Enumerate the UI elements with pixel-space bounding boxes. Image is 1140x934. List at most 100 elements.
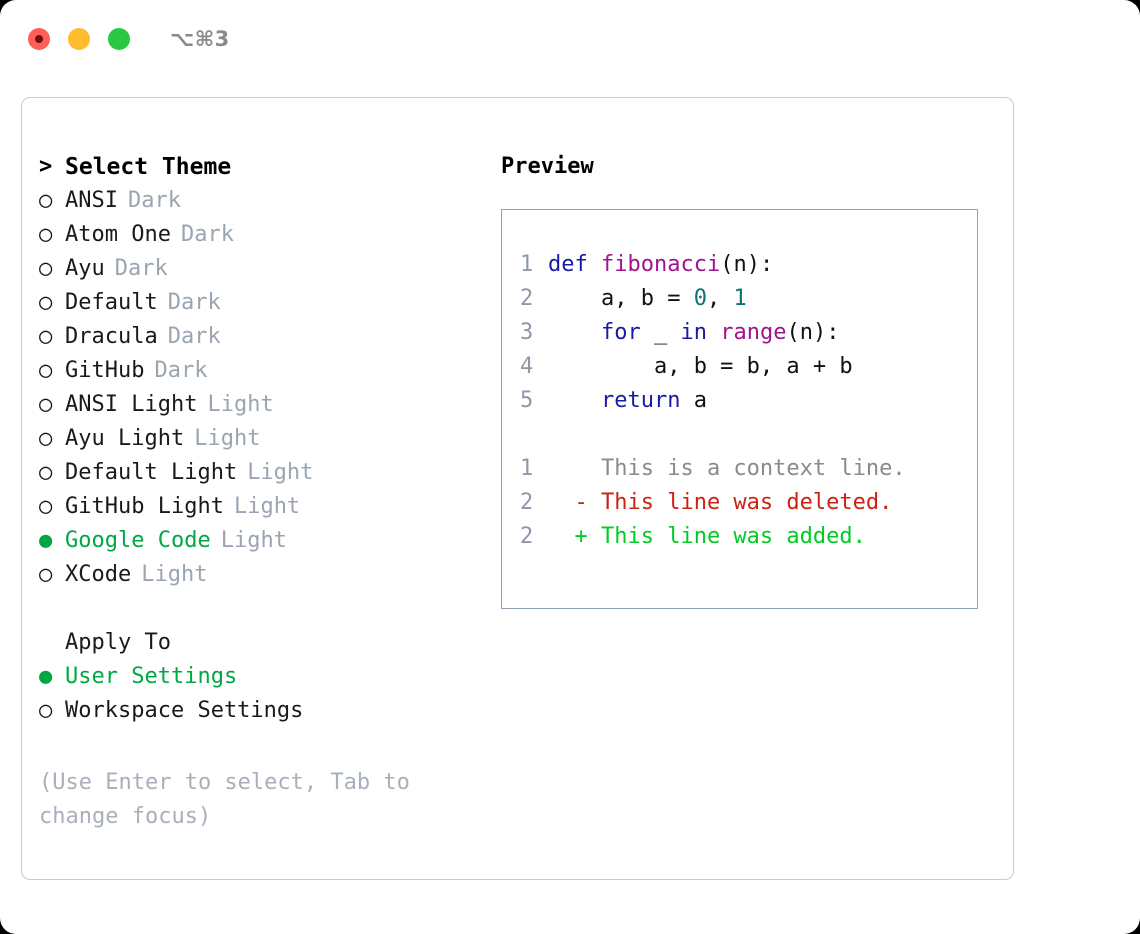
theme-variant-badge: Light: [247, 460, 314, 485]
theme-list-title: Select Theme: [65, 154, 232, 180]
code-token-pln: a: [680, 388, 707, 413]
close-button[interactable]: [28, 28, 50, 50]
apply-to-header-marker: [39, 626, 65, 660]
radio-unselected-icon: ○: [39, 392, 53, 417]
line-number: 1: [520, 456, 534, 481]
apply-to-options-list: ● User Settings ○ Workspace Settings: [39, 660, 479, 728]
theme-option-label: Ayu: [65, 256, 105, 281]
apply-to-header: Apply To: [39, 626, 479, 660]
line-number: 4: [520, 354, 534, 379]
theme-variant-badge: Dark: [167, 324, 221, 349]
apply-to-option-workspace-settings[interactable]: ○ Workspace Settings: [39, 694, 479, 728]
minimize-button[interactable]: [68, 28, 90, 50]
code-token-pln: [707, 320, 720, 345]
code-token-pln: a, b =: [548, 286, 694, 311]
theme-option-label: Default: [65, 290, 158, 315]
code-line: 5 return a: [520, 384, 977, 418]
theme-variant-badge: Dark: [154, 358, 208, 383]
theme-option-default-light[interactable]: ○ Default Light Light: [39, 456, 479, 490]
radio-unselected-icon: ○: [39, 222, 53, 247]
code-token-fn: range: [720, 320, 787, 345]
theme-option-label: Atom One: [65, 222, 171, 247]
theme-option-label: Default Light: [65, 460, 238, 485]
theme-option-label: Ayu Light: [65, 426, 185, 451]
theme-option-github[interactable]: ○ GitHub Dark: [39, 354, 479, 388]
close-icon: [35, 35, 43, 43]
code-line: 4 a, b = b, a + b: [520, 350, 977, 384]
radio-unselected-icon: ○: [39, 290, 53, 315]
radio-unselected-icon: ○: [39, 698, 53, 723]
code-token-pln: [548, 388, 601, 413]
apply-to-option-label: User Settings: [65, 664, 238, 689]
theme-option-label: GitHub: [65, 358, 145, 383]
line-number: 2: [520, 524, 534, 549]
theme-option-dracula[interactable]: ○ Dracula Dark: [39, 320, 479, 354]
radio-unselected-icon: ○: [39, 460, 53, 485]
theme-option-label: ANSI: [65, 188, 118, 213]
radio-unselected-icon: ○: [39, 256, 53, 281]
zoom-button[interactable]: [108, 28, 130, 50]
help-spacer: [39, 728, 479, 762]
code-line-text: a, b = 0, 1: [548, 282, 747, 316]
theme-option-label: Dracula: [65, 324, 158, 349]
diff-line-text: + This line was added.: [548, 524, 866, 549]
title-bar: ⌥⌘3: [0, 0, 1140, 78]
radio-unselected-icon: ○: [39, 426, 53, 451]
section-spacer: [39, 592, 479, 626]
theme-variant-badge: Dark: [114, 256, 168, 281]
code-token-pln: [548, 320, 601, 345]
radio-unselected-icon: ○: [39, 358, 53, 383]
line-number: 2: [520, 286, 534, 311]
radio-unselected-icon: ○: [39, 562, 53, 587]
code-line-text: a, b = b, a + b: [548, 350, 853, 384]
code-token-pln: ,: [706, 286, 734, 311]
theme-variant-badge: Dark: [180, 222, 234, 247]
radio-unselected-icon: ○: [39, 324, 53, 349]
code-token-num: 1: [733, 286, 747, 311]
keyboard-shortcut-label: ⌥⌘3: [170, 27, 230, 51]
code-token-kw: def: [548, 252, 601, 277]
code-token-pln: a, b = b, a + b: [548, 354, 853, 379]
diff-line-add: 2 + This line was added.: [520, 520, 977, 554]
code-token-pln: (n):: [720, 252, 774, 277]
code-line-text: def fibonacci(n):: [548, 248, 773, 282]
theme-option-atom-one[interactable]: ○ Atom One Dark: [39, 218, 479, 252]
theme-option-ayu[interactable]: ○ Ayu Dark: [39, 252, 479, 286]
diff-sample: 1 This is a context line. 2 - This line w…: [520, 452, 977, 554]
diff-line-text: - This line was deleted.: [548, 490, 893, 515]
line-number: 3: [520, 320, 534, 345]
code-line-text: for _ in range(n):: [548, 316, 839, 350]
apply-to-option-user-settings[interactable]: ● User Settings: [39, 660, 479, 694]
line-number: 5: [520, 388, 534, 413]
code-token-kw: in: [680, 320, 707, 345]
theme-variant-badge: Light: [141, 562, 208, 587]
code-line: 2 a, b = 0, 1: [520, 282, 977, 316]
code-token-num: 0: [693, 286, 707, 311]
apply-to-option-label: Workspace Settings: [65, 698, 304, 723]
theme-option-label: Google Code: [65, 528, 211, 553]
code-line-text: return a: [548, 384, 707, 418]
caret-icon: >: [39, 154, 53, 179]
radio-unselected-icon: ○: [39, 494, 53, 519]
diff-line-del: 2 - This line was deleted.: [520, 486, 977, 520]
code-token-fn: fibonacci: [600, 252, 721, 277]
diff-line-text: This is a context line.: [548, 456, 906, 481]
radio-selected-icon: ●: [39, 664, 53, 689]
preview-title: Preview: [501, 154, 594, 179]
code-token-pln: _: [640, 320, 681, 345]
code-line: 3 for _ in range(n):: [520, 316, 977, 350]
